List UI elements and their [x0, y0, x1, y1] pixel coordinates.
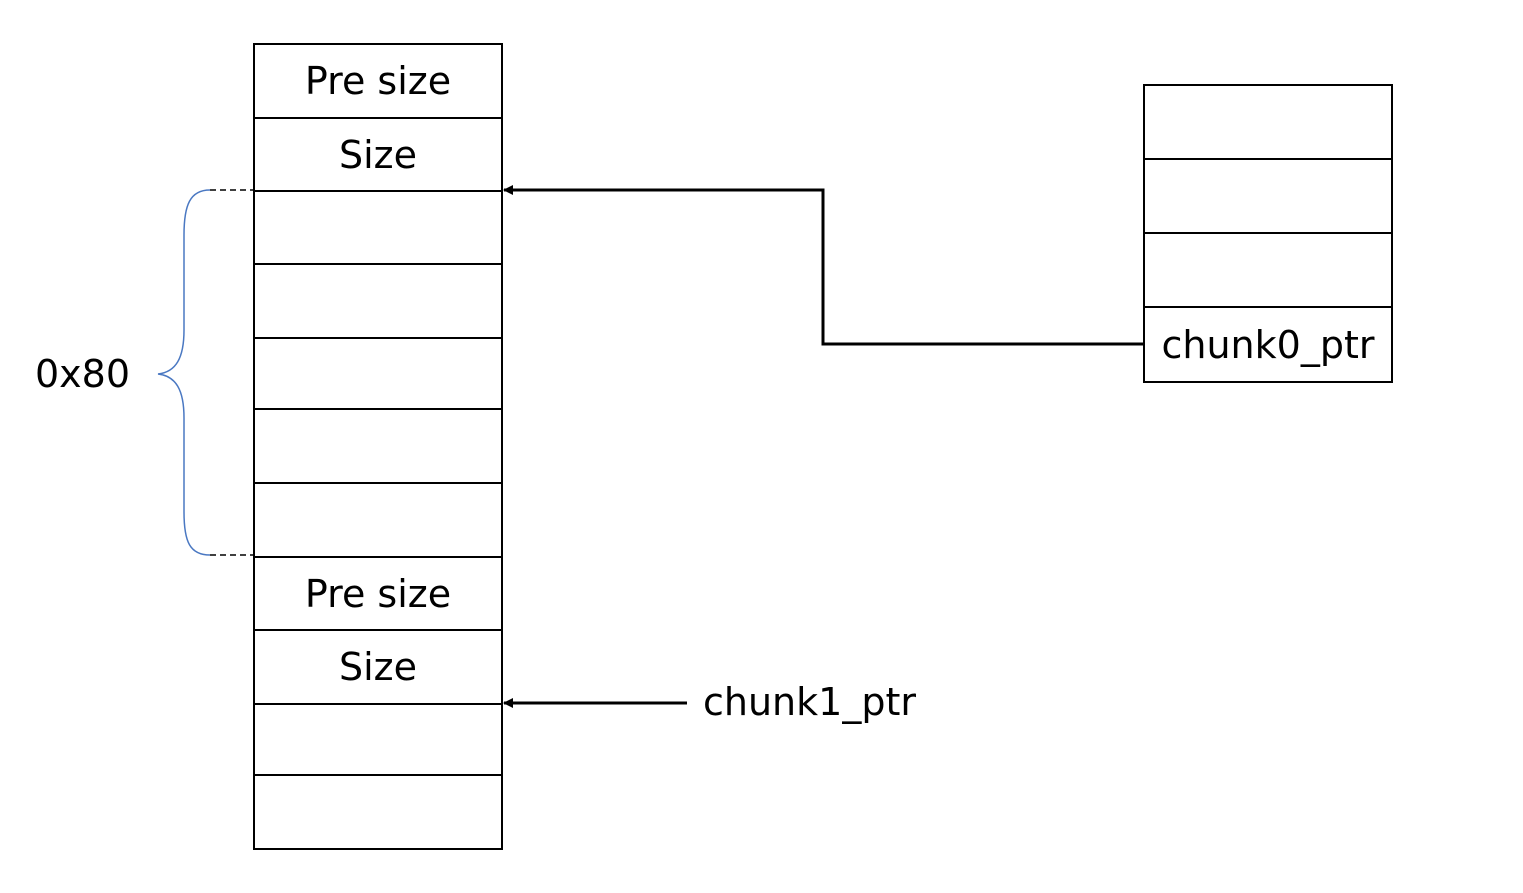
chunk1-presize-cell: Pre size [255, 558, 501, 631]
chunk0-ptr-cell: chunk0_ptr [1145, 308, 1391, 383]
chunk0-pointer-arrow [503, 185, 1143, 346]
size-brace [157, 189, 211, 556]
chunk1-ptr-label: chunk1_ptr [703, 680, 916, 724]
chunk1-data-cell [255, 776, 501, 850]
chunk0-data-cell [255, 410, 501, 484]
pointer-table-cell [1145, 86, 1391, 160]
pointer-table-cell [1145, 160, 1391, 234]
pointer-table: chunk0_ptr [1143, 84, 1393, 383]
chunk0-data-cell [255, 484, 501, 558]
heap-chunk-stack: Pre size Size Pre size Size [253, 43, 503, 850]
chunk0-data-cell [255, 339, 501, 410]
chunk0-presize-cell: Pre size [255, 45, 501, 119]
pointer-table-cell [1145, 234, 1391, 308]
chunk1-data-cell [255, 705, 501, 776]
chunk0-data-cell [255, 265, 501, 339]
chunk0-data-cell [255, 192, 501, 265]
chunk1-size-cell: Size [255, 631, 501, 705]
region-size-label: 0x80 [35, 352, 131, 396]
chunk0-size-cell: Size [255, 119, 501, 192]
